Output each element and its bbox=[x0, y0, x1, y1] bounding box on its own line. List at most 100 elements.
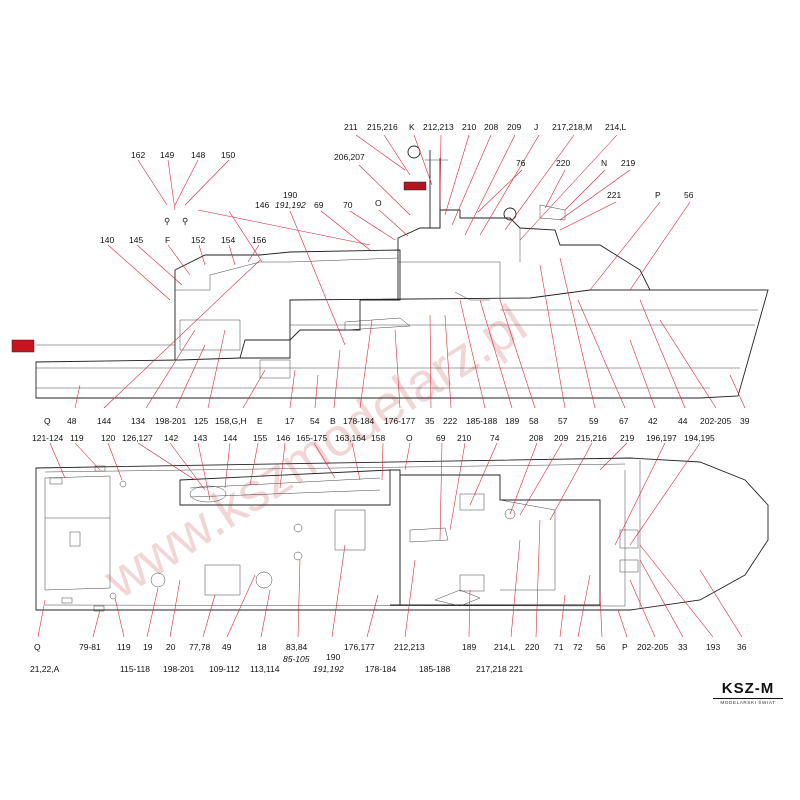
plan-bottom-label: 115-118 bbox=[120, 664, 150, 674]
plan-top-label: 215,216 bbox=[576, 433, 607, 443]
plan-top-label: 119 bbox=[70, 433, 84, 443]
side-bottom-label: 158,G,H bbox=[215, 416, 247, 426]
plan-top-labels: 121-124 119 120 126,127 142 143 144 155 … bbox=[32, 433, 715, 546]
logo-main-text: KSZ-M bbox=[721, 680, 775, 697]
side-bottom-label: 178-184 bbox=[343, 416, 374, 426]
plan-bottom-label: 221 bbox=[509, 664, 523, 674]
side-bottom-label: E bbox=[257, 416, 263, 426]
side-bottom-label: 67 bbox=[619, 416, 629, 426]
plan-top-label: 158 bbox=[371, 433, 385, 443]
side-label: 212,213 bbox=[423, 122, 454, 132]
side-label: 190 bbox=[283, 190, 297, 200]
plan-bottom-label: 217,218 bbox=[476, 664, 507, 674]
side-label: 162 bbox=[131, 150, 145, 160]
plan-bottom-label: 178-184 bbox=[365, 664, 396, 674]
side-label: J bbox=[534, 122, 538, 132]
side-bottom-label: 48 bbox=[67, 416, 77, 426]
side-bottom-label: 59 bbox=[589, 416, 599, 426]
side-bottom-label: B bbox=[330, 416, 336, 426]
logo-sub-text: MODELARSKI ŚWIAT bbox=[713, 698, 783, 705]
plan-top-label: 219 bbox=[620, 433, 634, 443]
plan-bottom-label: 193 bbox=[706, 642, 720, 652]
side-hangar bbox=[174, 249, 401, 360]
side-label: K bbox=[409, 122, 415, 132]
plan-bottom-label: 185-188 bbox=[419, 664, 450, 674]
plan-bottom-label: 19 bbox=[143, 642, 153, 652]
side-bottom-label: 144 bbox=[97, 416, 111, 426]
plan-top-label: 69 bbox=[436, 433, 446, 443]
side-label: N bbox=[601, 158, 607, 168]
side-bottom-label: 189 bbox=[505, 416, 519, 426]
side-label: P bbox=[655, 190, 661, 200]
satcom-dome-icon bbox=[503, 207, 517, 221]
side-label: 209 bbox=[507, 122, 521, 132]
plan-top-label: 209 bbox=[554, 433, 568, 443]
plan-bottom-label: 33 bbox=[678, 642, 688, 652]
side-bottom-label: 185-188 bbox=[466, 416, 497, 426]
side-label: 214,L bbox=[605, 122, 627, 132]
side-label: 156 bbox=[252, 235, 266, 245]
side-label: 149 bbox=[160, 150, 174, 160]
plan-top-label: O bbox=[406, 433, 413, 443]
side-top-labels: 211 215,216 K 212,213 210 208 209 J 217,… bbox=[100, 122, 694, 245]
radar-dome-icon bbox=[407, 145, 421, 159]
side-bottom-label: 17 bbox=[285, 416, 295, 426]
side-label: 146 bbox=[255, 200, 269, 210]
side-bottom-label: 202-205 bbox=[700, 416, 731, 426]
side-bottom-label: 42 bbox=[648, 416, 658, 426]
plan-bottom-label: Q bbox=[34, 642, 41, 652]
plan-bottom-label: P bbox=[622, 642, 628, 652]
side-bottom-label: 39 bbox=[740, 416, 750, 426]
side-label: 152 bbox=[191, 235, 205, 245]
plan-top-label: 144 bbox=[223, 433, 237, 443]
watermark: www.kszmodelarz.pl bbox=[93, 293, 537, 610]
plan-bottom-label: 198-201 bbox=[163, 664, 194, 674]
side-label: 208 bbox=[484, 122, 498, 132]
plan-top-label: 194,195 bbox=[684, 433, 715, 443]
side-bottom-label: 176-177 bbox=[384, 416, 415, 426]
plan-bottom-label: 190 bbox=[326, 652, 340, 662]
plan-top-label: 165-175 bbox=[296, 433, 327, 443]
side-bottom-label: 198-201 bbox=[155, 416, 186, 426]
plan-bottom-label: 20 bbox=[166, 642, 176, 652]
plan-bottom-label: 119 bbox=[117, 642, 131, 652]
plan-bottom-label: 71 bbox=[554, 642, 564, 652]
side-superstructure bbox=[397, 209, 651, 300]
side-view bbox=[11, 145, 769, 399]
plan-bottom-label: 77,78 bbox=[189, 642, 211, 652]
side-bottom-label: 54 bbox=[310, 416, 320, 426]
plan-bottom-label: 83,84 bbox=[286, 642, 308, 652]
plan-bottom-label: 113,114 bbox=[250, 664, 280, 674]
side-bottom-label: 35 bbox=[425, 416, 435, 426]
side-bottom-labels: Q 48 144 134 198-201 125 158,G,H E 17 54… bbox=[44, 257, 750, 426]
plan-top-label: 121-124 bbox=[32, 433, 63, 443]
side-label: 148 bbox=[191, 150, 205, 160]
side-label: 76 bbox=[516, 158, 526, 168]
plan-bottom-label: 214,L bbox=[494, 642, 516, 652]
plan-bottom-label: 72 bbox=[573, 642, 583, 652]
plan-top-label: 142 bbox=[164, 433, 178, 443]
plan-top-label: 208 bbox=[529, 433, 543, 443]
plan-top-label: 120 bbox=[101, 433, 115, 443]
plan-bottom-label: 191,192 bbox=[313, 664, 344, 674]
side-label: F bbox=[165, 235, 170, 245]
side-label: 221 bbox=[607, 190, 621, 200]
hook-icon: ⚲ bbox=[164, 216, 170, 226]
side-label: 210 bbox=[462, 122, 476, 132]
side-label: O bbox=[375, 198, 382, 208]
side-label: 70 bbox=[343, 200, 353, 210]
plan-bottom-label: 212,213 bbox=[394, 642, 425, 652]
side-label: 154 bbox=[221, 235, 235, 245]
side-label: 206,207 bbox=[334, 152, 365, 162]
plan-bottom-label: 79-81 bbox=[79, 642, 101, 652]
side-label: 219 bbox=[621, 158, 635, 168]
side-label: 145 bbox=[129, 235, 143, 245]
side-label: 211 bbox=[344, 122, 358, 132]
side-label: 220 bbox=[556, 158, 570, 168]
plan-top-label: 146 bbox=[276, 433, 290, 443]
plan-bottom-label: 49 bbox=[222, 642, 232, 652]
plan-view bbox=[35, 457, 769, 612]
side-bottom-label: 125 bbox=[194, 416, 208, 426]
plan-bottom-label: 220 bbox=[525, 642, 539, 652]
